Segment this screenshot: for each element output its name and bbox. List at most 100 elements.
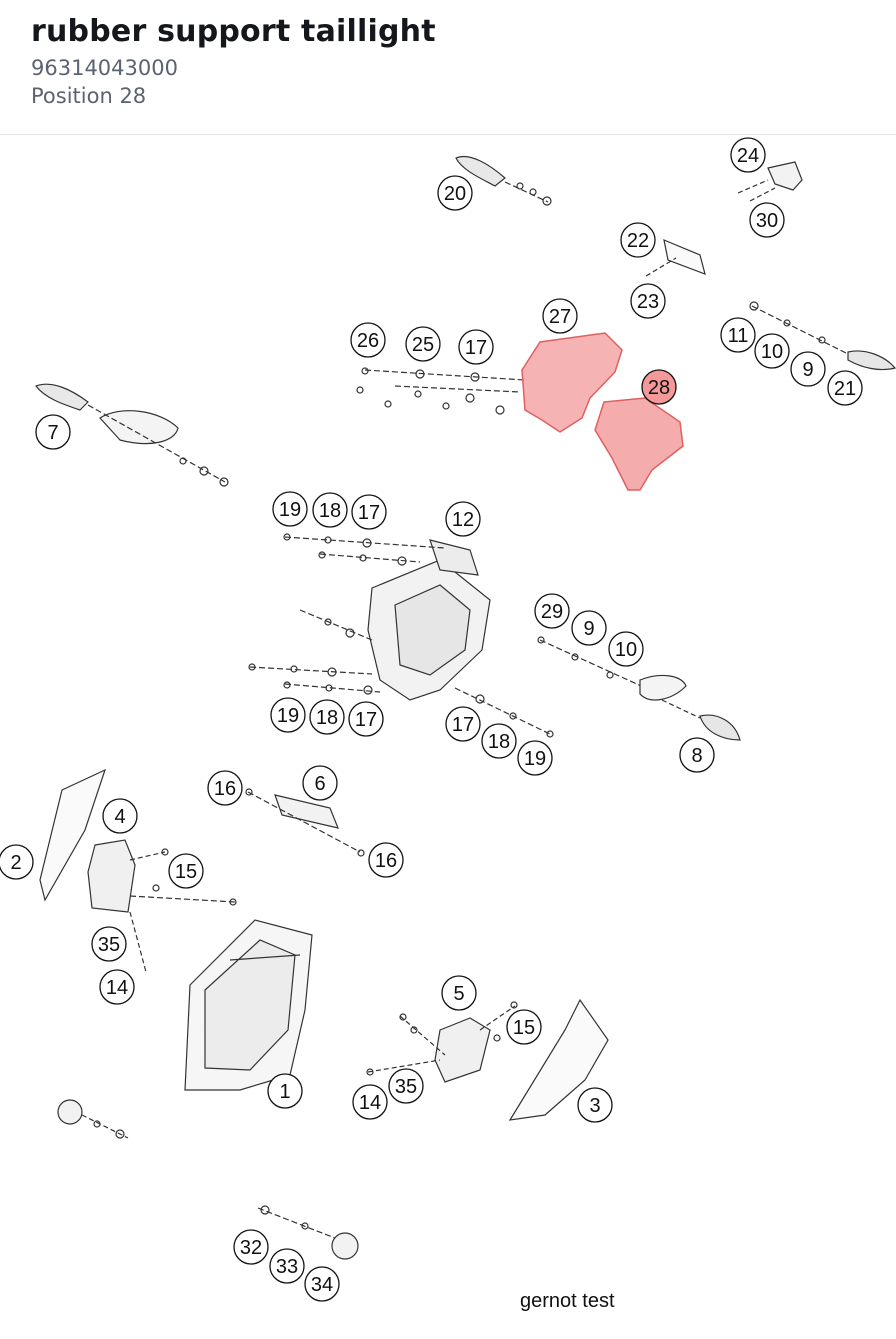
callout-label: 33 bbox=[276, 1256, 298, 1278]
callout-label: 18 bbox=[316, 707, 338, 729]
callout-29[interactable]: 29 bbox=[534, 593, 570, 629]
callout-label: 3 bbox=[589, 1095, 600, 1117]
callout-9[interactable]: 9 bbox=[571, 610, 607, 646]
callout-label: 6 bbox=[314, 773, 325, 795]
callout-25[interactable]: 25 bbox=[405, 326, 441, 362]
callout-22[interactable]: 22 bbox=[620, 222, 656, 258]
callout-label: 34 bbox=[311, 1274, 333, 1296]
callout-label: 10 bbox=[615, 639, 637, 661]
callout-circle bbox=[437, 175, 473, 211]
callout-16[interactable]: 16 bbox=[207, 770, 243, 806]
callout-23[interactable]: 23 bbox=[630, 283, 666, 319]
callout-label: 2 bbox=[10, 852, 21, 874]
callout-4[interactable]: 4 bbox=[102, 798, 138, 834]
callout-21[interactable]: 21 bbox=[827, 370, 863, 406]
callout-27[interactable]: 27 bbox=[542, 298, 578, 334]
callout-20[interactable]: 20 bbox=[437, 175, 473, 211]
callout-8[interactable]: 8 bbox=[679, 737, 715, 773]
callout-16[interactable]: 16 bbox=[368, 842, 404, 878]
callout-19[interactable]: 19 bbox=[517, 740, 553, 776]
callout-label: 32 bbox=[240, 1237, 262, 1259]
callout-circle bbox=[534, 593, 570, 629]
callout-9[interactable]: 9 bbox=[790, 351, 826, 387]
callout-18[interactable]: 18 bbox=[309, 699, 345, 735]
highlighted-part-shapes bbox=[521, 332, 684, 491]
callout-circle bbox=[35, 414, 71, 450]
callout-circle bbox=[506, 1009, 542, 1045]
callout-35[interactable]: 35 bbox=[388, 1068, 424, 1104]
callout-circle bbox=[91, 926, 127, 962]
callout-11[interactable]: 11 bbox=[720, 317, 756, 353]
callout-circle bbox=[630, 283, 666, 319]
callout-5[interactable]: 5 bbox=[441, 975, 477, 1011]
part-title: rubber support taillight bbox=[31, 14, 436, 49]
callout-circle bbox=[348, 701, 384, 737]
callout-24[interactable]: 24 bbox=[730, 137, 766, 173]
callout-circle bbox=[405, 326, 441, 362]
callout-17[interactable]: 17 bbox=[348, 701, 384, 737]
callout-circle bbox=[458, 329, 494, 365]
callout-3[interactable]: 3 bbox=[577, 1087, 613, 1123]
callout-circle bbox=[620, 222, 656, 258]
callout-circle bbox=[99, 969, 135, 1005]
callout-circle bbox=[270, 697, 306, 733]
callout-circle bbox=[749, 202, 785, 238]
callout-14[interactable]: 14 bbox=[99, 969, 135, 1005]
callout-label: 24 bbox=[737, 145, 759, 167]
callout-circle bbox=[168, 853, 204, 889]
callout-33[interactable]: 33 bbox=[269, 1248, 305, 1284]
callout-label: 26 bbox=[357, 330, 379, 352]
callout-10[interactable]: 10 bbox=[608, 631, 644, 667]
callout-17[interactable]: 17 bbox=[458, 329, 494, 365]
callout-19[interactable]: 19 bbox=[270, 697, 306, 733]
callout-label: 22 bbox=[627, 230, 649, 252]
callout-label: 23 bbox=[637, 291, 659, 313]
callout-circle bbox=[207, 770, 243, 806]
callout-circle bbox=[481, 723, 517, 759]
callout-1[interactable]: 1 bbox=[267, 1073, 303, 1109]
callout-32[interactable]: 32 bbox=[233, 1229, 269, 1265]
callout-15[interactable]: 15 bbox=[168, 853, 204, 889]
callout-19[interactable]: 19 bbox=[272, 491, 308, 527]
callout-label: 12 bbox=[452, 509, 474, 531]
callout-circle bbox=[269, 1248, 305, 1284]
callout-17[interactable]: 17 bbox=[351, 494, 387, 530]
callout-26[interactable]: 26 bbox=[350, 322, 386, 358]
callout-label: 17 bbox=[358, 502, 380, 524]
callout-label: 18 bbox=[319, 500, 341, 522]
callout-10[interactable]: 10 bbox=[754, 333, 790, 369]
callout-label: 19 bbox=[279, 499, 301, 521]
callout-circle bbox=[304, 1266, 340, 1302]
callout-circle bbox=[445, 501, 481, 537]
callout-label: 15 bbox=[513, 1017, 535, 1039]
callout-circle bbox=[441, 975, 477, 1011]
callout-circle bbox=[517, 740, 553, 776]
callout-label: 9 bbox=[802, 359, 813, 381]
callout-7[interactable]: 7 bbox=[35, 414, 71, 450]
callout-12[interactable]: 12 bbox=[445, 501, 481, 537]
callout-label: 14 bbox=[106, 977, 128, 999]
callout-circle bbox=[790, 351, 826, 387]
callout-circle bbox=[679, 737, 715, 773]
callout-15[interactable]: 15 bbox=[506, 1009, 542, 1045]
callout-18[interactable]: 18 bbox=[312, 492, 348, 528]
callout-6[interactable]: 6 bbox=[302, 765, 338, 801]
callout-label: 19 bbox=[524, 748, 546, 770]
callout-2[interactable]: 2 bbox=[0, 844, 34, 880]
callout-label: 16 bbox=[214, 778, 236, 800]
callout-35[interactable]: 35 bbox=[91, 926, 127, 962]
callout-circle bbox=[388, 1068, 424, 1104]
callout-28[interactable]: 28 bbox=[641, 369, 677, 405]
callout-14[interactable]: 14 bbox=[352, 1084, 388, 1120]
callout-label: 5 bbox=[453, 983, 464, 1005]
callout-label: 30 bbox=[756, 210, 778, 232]
callout-18[interactable]: 18 bbox=[481, 723, 517, 759]
callout-label: 15 bbox=[175, 861, 197, 883]
callout-circle bbox=[730, 137, 766, 173]
callout-17[interactable]: 17 bbox=[445, 706, 481, 742]
callout-circle bbox=[102, 798, 138, 834]
callout-label: 16 bbox=[375, 850, 397, 872]
callout-label: 8 bbox=[691, 745, 702, 767]
callout-34[interactable]: 34 bbox=[304, 1266, 340, 1302]
callout-30[interactable]: 30 bbox=[749, 202, 785, 238]
